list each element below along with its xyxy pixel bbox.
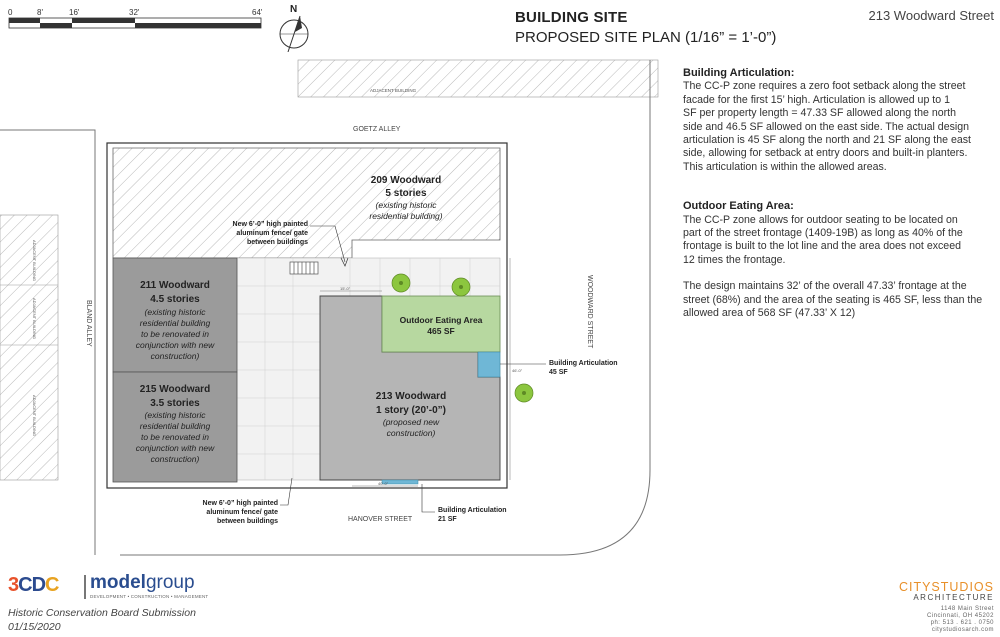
svg-text:construction): construction) (387, 428, 436, 438)
svg-text:between buildings: between buildings (247, 239, 308, 246)
building-215-label: 215 Woodward 3.5 stories (existing histo… (136, 384, 215, 464)
scale-tick-16: 16' (69, 8, 80, 17)
svg-text:between buildings: between buildings (217, 518, 278, 525)
logo-model-group: modelgroup (90, 572, 195, 593)
articulation-heading: Building Articulation: (683, 67, 795, 79)
citystudios-architecture: ARCHITECTURE (913, 593, 994, 602)
svg-text:45 SF: 45 SF (549, 369, 568, 376)
callout-fence-bottom: New 6’-0” high painted aluminum fence/ g… (203, 500, 279, 525)
woodward-street-label: WOODWARD STREET (586, 275, 593, 349)
building-211-woodward (112, 257, 238, 373)
adjacent-building-label: ADJACENT BUILDING (32, 395, 37, 436)
svg-text:residential building: residential building (140, 318, 211, 328)
adjacent-building-left (0, 214, 59, 481)
svg-text:New 6’-0” high painted: New 6’-0” high painted (203, 500, 278, 507)
scale-tick-8: 8' (37, 8, 43, 17)
building-213-label: 213 Woodward 1 story (20’-0”) (proposed … (376, 391, 446, 438)
scale-tick-0: 0 (8, 8, 13, 17)
adjacent-building-top (297, 59, 659, 98)
logo-model-tagline: DEVELOPMENT • CONSTRUCTION • MANAGEMENT (90, 594, 209, 599)
submission-date: 01/15/2020 (8, 621, 61, 633)
tree-icon (391, 273, 411, 293)
adjacent-building-label: ADJACENT BUILDING (370, 88, 417, 93)
svg-text:209 Woodward: 209 Woodward (371, 175, 441, 186)
citystudios-website: citystudiosarch.com (931, 627, 994, 633)
callout-articulation-east: Building Articulation 45 SF (549, 360, 618, 376)
north-label: N (290, 4, 297, 15)
svg-text:construction): construction) (151, 454, 200, 464)
svg-text:21 SF: 21 SF (438, 516, 457, 523)
callout-articulation-south: Building Articulation 21 SF (438, 507, 507, 523)
svg-text:3.5 stories: 3.5 stories (150, 398, 200, 409)
scale-tick-64: 64' (252, 8, 263, 17)
adjacent-building-label: ADJACENT BUILDING (32, 240, 37, 281)
outdoor-eating-area (381, 295, 501, 353)
citystudios-address-1: 1148 Main Street (940, 606, 994, 612)
svg-text:conjunction with new: conjunction with new (136, 340, 215, 350)
bland-alley-label: BLAND ALLEY (85, 300, 92, 347)
goetz-alley-label: GOETZ ALLEY (353, 126, 401, 133)
svg-text:(existing historic: (existing historic (145, 307, 207, 317)
citystudios-phone: ph: 513 . 621 . 0750 (930, 620, 994, 626)
adjacent-building-label: ADJACENT BUILDING (32, 298, 37, 339)
hanover-street-label: HANOVER STREET (348, 516, 413, 523)
dim-top: 15'-0" (340, 286, 351, 291)
svg-text:Outdoor Eating Area: Outdoor Eating Area (400, 315, 483, 325)
svg-text:aluminum fence/ gate: aluminum fence/ gate (236, 230, 308, 237)
scale-tick-32: 32' (129, 8, 140, 17)
callout-fence-top: New 6’-0” high painted aluminum fence/ g… (233, 221, 309, 246)
svg-text:(existing historic: (existing historic (376, 200, 438, 210)
building-215-woodward (112, 371, 238, 483)
articulation-text: The CC-P zone requires a zero foot setba… (683, 80, 971, 173)
eating-heading: Outdoor Eating Area: (683, 200, 794, 213)
svg-text:215 Woodward: 215 Woodward (140, 384, 210, 395)
svg-text:4.5 stories: 4.5 stories (150, 294, 200, 305)
svg-text:conjunction with new: conjunction with new (136, 443, 215, 453)
submission-label: Historic Conservation Board Submission (8, 607, 196, 619)
notes-panel: Building Articulation: The CC-P zone req… (683, 67, 995, 321)
dim-side: 46'-0" (512, 368, 523, 373)
svg-text:Building Articulation: Building Articulation (549, 360, 618, 367)
citystudios-address-2: Cincinnati, OH 45202 (926, 613, 994, 619)
svg-text:to be renovated in: to be renovated in (141, 432, 209, 442)
svg-text:residential building: residential building (140, 421, 211, 431)
svg-text:213 Woodward: 213 Woodward (376, 391, 446, 402)
svg-text:(existing historic: (existing historic (145, 410, 207, 420)
dim-bottom: 40'-0" (378, 481, 389, 486)
sheet-title: BUILDING SITE (515, 9, 628, 26)
svg-text:1 story (20’-0”): 1 story (20’-0”) (376, 405, 446, 416)
svg-text:construction): construction) (151, 351, 200, 361)
citystudios-logo: CITYSTUDIOS (898, 580, 994, 594)
svg-text:aluminum fence/ gate: aluminum fence/ gate (206, 509, 278, 516)
articulation-east (477, 351, 501, 378)
project-address: 213 Woodward Street (868, 8, 995, 23)
site-plan: 15'-0" 40'-0" 46'-0" ADJACENT BUILDING G… (0, 59, 659, 556)
svg-text:5 stories: 5 stories (385, 188, 427, 199)
svg-text:New 6’-0” high painted: New 6’-0” high painted (233, 221, 308, 228)
svg-text:residential building): residential building) (369, 211, 442, 221)
svg-text:Building Articulation: Building Articulation (438, 507, 507, 514)
tree-icon (514, 383, 534, 403)
tree-icon (451, 277, 471, 297)
north-arrow-icon: N (279, 4, 309, 52)
svg-text:211 Woodward: 211 Woodward (140, 280, 210, 291)
logo-3cdc: 3CDC (8, 574, 60, 596)
eating-text: The CC-P zone allows for outdoor seating… (683, 213, 963, 266)
building-209-label: 209 Woodward 5 stories (existing histori… (369, 175, 442, 221)
logo-divider (84, 575, 86, 599)
eating-area-label: Outdoor Eating Area 465 SF (400, 315, 483, 336)
svg-text:to be renovated in: to be renovated in (141, 329, 209, 339)
articulation-south (381, 479, 419, 485)
svg-text:465 SF: 465 SF (427, 326, 454, 336)
sheet-subtitle: PROPOSED SITE PLAN (1/16” = 1’-0”) (515, 29, 777, 46)
scale-bar: 0 8' 16' 32' 64' (8, 8, 263, 29)
svg-text:(proposed new: (proposed new (383, 417, 440, 427)
eating-text-2: The design maintains 32’ of the overall … (683, 280, 983, 320)
building-211-label: 211 Woodward 4.5 stories (existing histo… (136, 280, 215, 361)
